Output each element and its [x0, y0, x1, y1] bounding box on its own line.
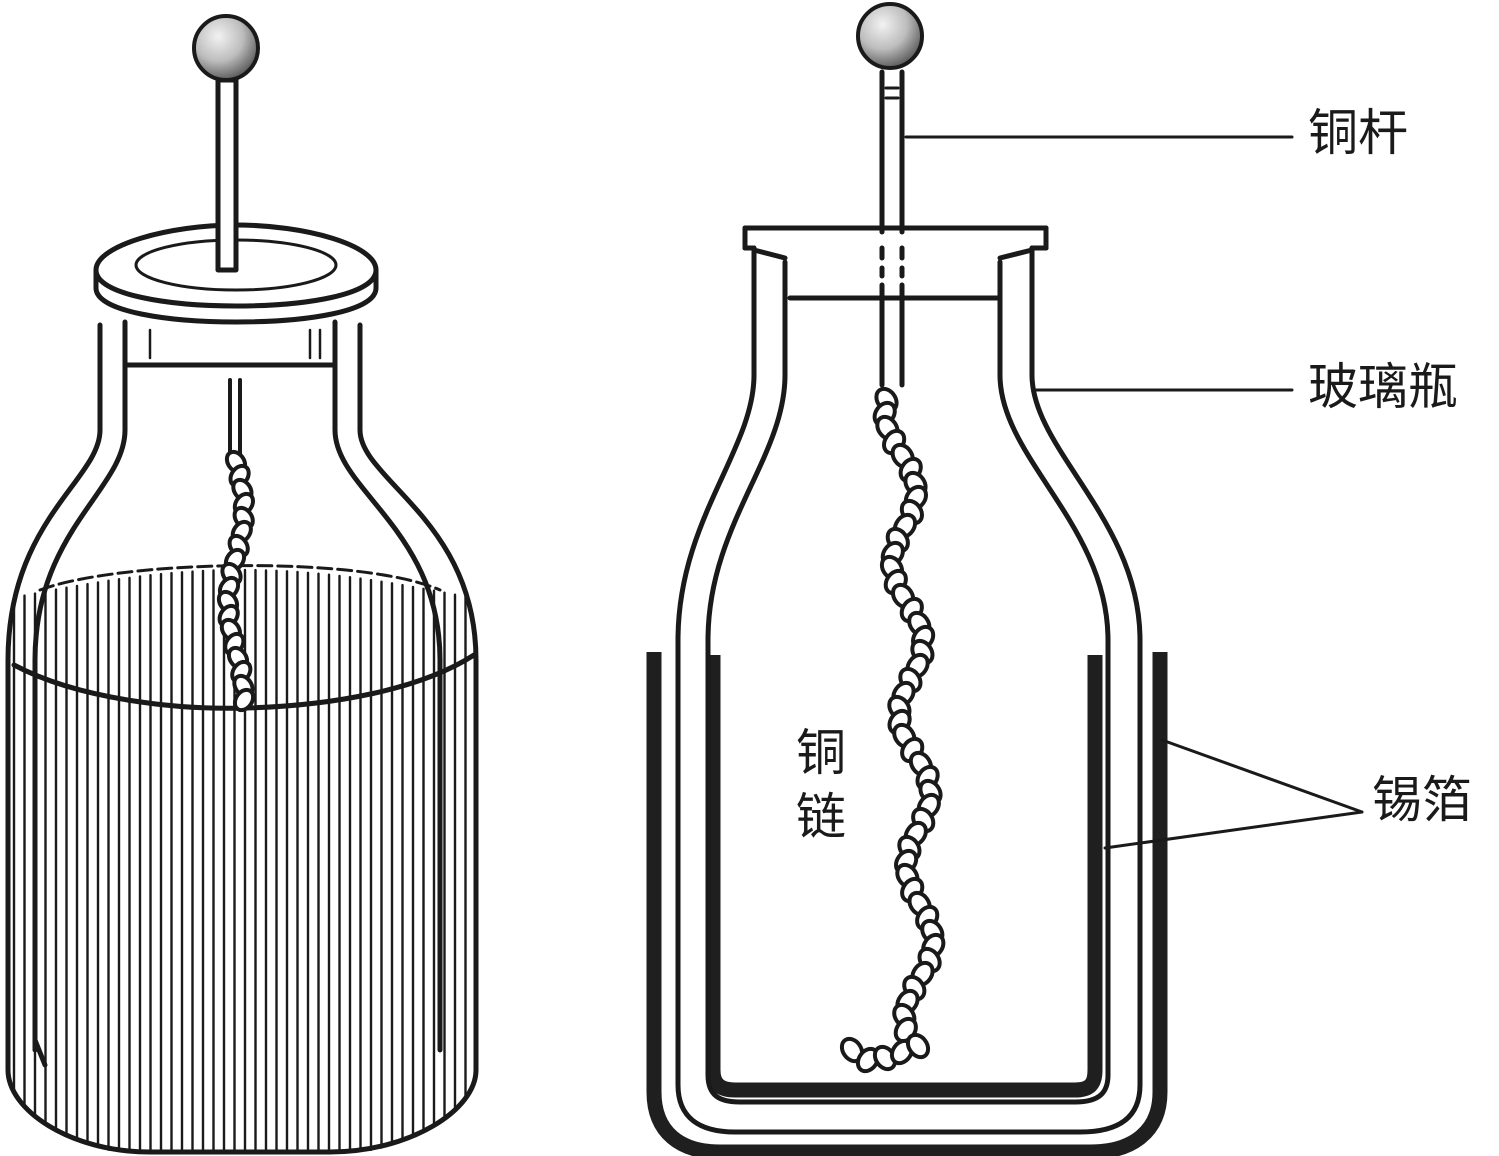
stopper-icon — [742, 225, 1049, 301]
leader-line-tin-foil-inner — [1103, 810, 1364, 850]
label-copper-chain: 铜链 — [788, 726, 846, 854]
chain-link — [232, 687, 256, 713]
glass-jar-icon — [675, 247, 1143, 1135]
copper-rod-icon — [879, 69, 905, 388]
stopper-icon — [122, 319, 338, 368]
copper-chain-icon — [216, 449, 256, 713]
copper-rod-icon — [215, 77, 242, 462]
glass-jar-icon — [5, 322, 479, 1155]
jar-cross-section — [646, 2, 1364, 1156]
tin-foil-icon — [646, 652, 1168, 1156]
copper-chain-icon — [839, 386, 946, 1074]
metal-ball-icon — [856, 2, 924, 70]
metal-ball-icon — [192, 14, 260, 82]
label-tin-foil: 锡箔 — [1372, 771, 1472, 829]
chain-link — [905, 1032, 931, 1060]
jar-exterior-view — [5, 14, 479, 1155]
leader-line-tin-foil-outer — [1160, 738, 1364, 814]
label-copper-rod: 铜杆 — [1308, 104, 1408, 162]
leader-lines — [904, 135, 1364, 850]
label-glass-jar: 玻璃瓶 — [1308, 358, 1458, 416]
tin-foil-wrap-icon — [12, 568, 467, 1152]
